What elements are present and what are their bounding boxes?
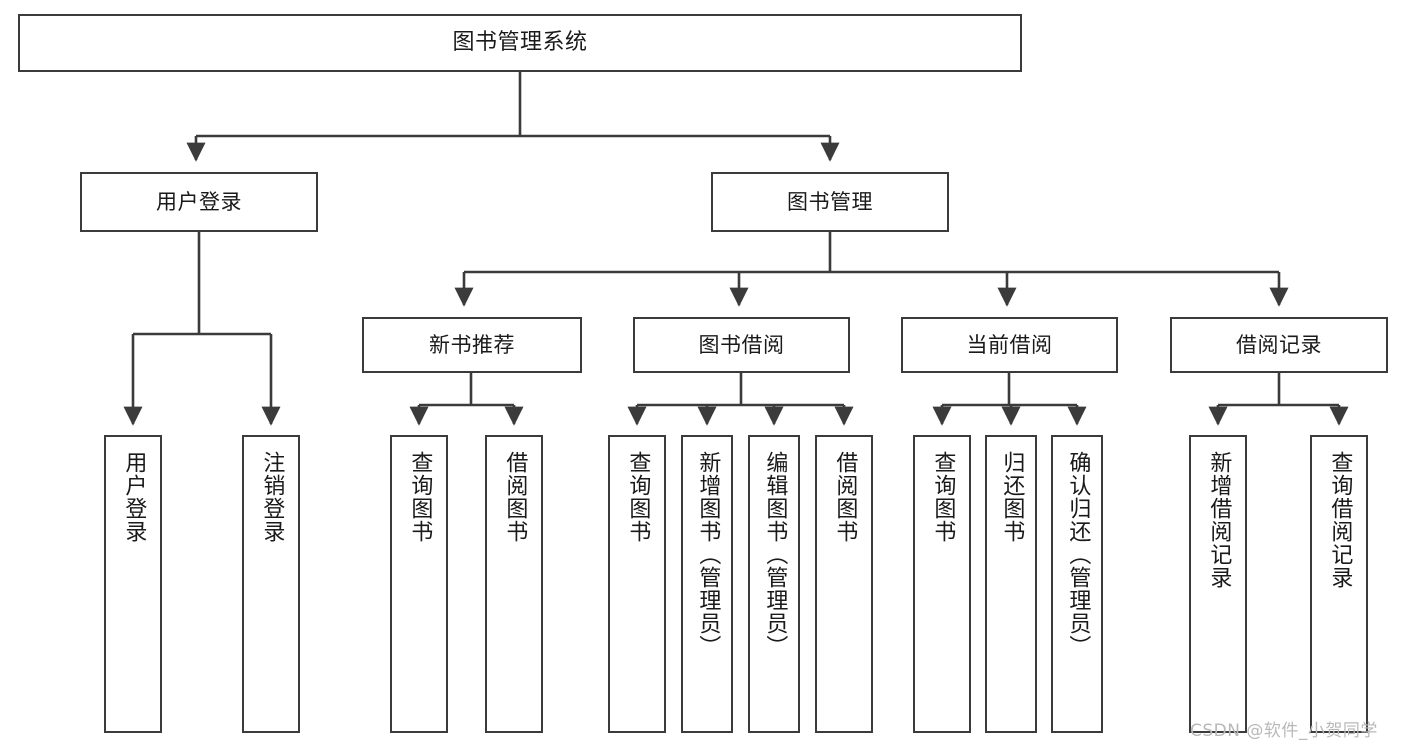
leaf-edit-book-admin[interactable]: 编辑图书（管理员） [748,435,800,733]
node-book-management[interactable]: 图书管理 [711,172,949,232]
leaf-query-book-current-label: 查询图书 [930,451,956,543]
node-root[interactable]: 图书管理系统 [18,14,1022,72]
node-borrow-record-label: 借阅记录 [1236,332,1322,357]
leaf-query-book-recommend-label: 查询图书 [407,451,433,543]
leaf-logout-label: 注销登录 [259,451,285,543]
node-current-borrow[interactable]: 当前借阅 [901,317,1118,373]
leaf-add-book-admin[interactable]: 新增图书（管理员） [681,435,733,733]
node-user-login[interactable]: 用户登录 [80,172,318,232]
csdn-watermark: CSDN @软件_小贺同学 [1190,721,1378,741]
node-user-login-label: 用户登录 [156,189,242,214]
leaf-return-book-label: 归还图书 [999,451,1025,543]
leaf-confirm-return-admin-label: 确认归还（管理员） [1065,451,1091,658]
node-root-label: 图书管理系统 [452,30,588,56]
leaf-add-borrow-record-label: 新增借阅记录 [1206,451,1232,589]
leaf-query-book-current[interactable]: 查询图书 [913,435,971,733]
leaf-query-book-borrow-label: 查询图书 [625,451,651,543]
leaf-logout[interactable]: 注销登录 [242,435,300,733]
node-new-book-recommend[interactable]: 新书推荐 [362,317,582,373]
leaf-query-borrow-record[interactable]: 查询借阅记录 [1310,435,1368,733]
leaf-confirm-return-admin[interactable]: 确认归还（管理员） [1051,435,1103,733]
leaf-query-book-borrow[interactable]: 查询图书 [608,435,666,733]
node-current-borrow-label: 当前借阅 [966,332,1053,357]
leaf-borrow-book-label: 借阅图书 [832,451,858,543]
node-new-book-recommend-label: 新书推荐 [429,332,515,357]
leaf-query-book-recommend[interactable]: 查询图书 [390,435,448,733]
node-borrow-record[interactable]: 借阅记录 [1170,317,1388,373]
leaf-borrow-book-recommend-label: 借阅图书 [502,451,528,543]
leaf-borrow-book[interactable]: 借阅图书 [815,435,873,733]
leaf-user-login[interactable]: 用户登录 [104,435,162,733]
node-book-borrow[interactable]: 图书借阅 [633,317,850,373]
leaf-edit-book-admin-label: 编辑图书（管理员） [762,451,788,658]
leaf-add-borrow-record[interactable]: 新增借阅记录 [1189,435,1247,733]
leaf-borrow-book-recommend[interactable]: 借阅图书 [485,435,543,733]
leaf-user-login-label: 用户登录 [121,451,147,543]
leaf-add-book-admin-label: 新增图书（管理员） [695,451,721,658]
node-book-borrow-label: 图书借阅 [698,332,785,357]
leaf-query-borrow-record-label: 查询借阅记录 [1327,451,1353,589]
leaf-return-book[interactable]: 归还图书 [985,435,1037,733]
node-book-management-label: 图书管理 [787,189,873,214]
